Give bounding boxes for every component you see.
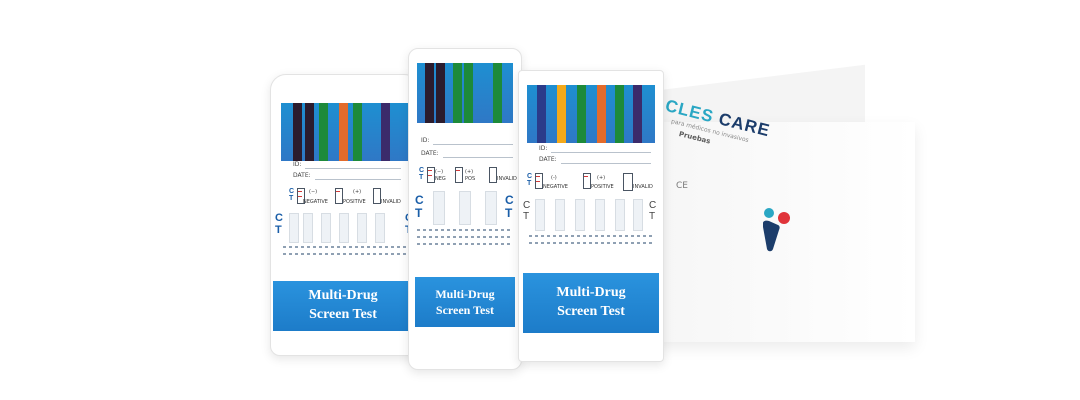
cup2-title-line1: Multi-Drug (435, 286, 495, 301)
cup3-negative-label: NEGATIVE (543, 184, 568, 190)
cup2-positive-label: POS (465, 176, 476, 182)
cup3-title-line2: Screen Test (557, 304, 625, 319)
cup1-invalid-label: INVALID (381, 199, 401, 205)
product-box (655, 122, 915, 342)
cup2-neg-sign: (−) (435, 169, 444, 175)
cup1-negative-label: NEGATIVE (303, 199, 328, 205)
cup2-strip-panel (417, 63, 513, 123)
cup1-title-line2: Screen Test (309, 307, 377, 322)
brand-logo-icon (763, 208, 790, 252)
cup1-strip-panel (281, 103, 409, 161)
cup3-date-label: DATE: (539, 156, 557, 163)
cup2-invalid-label: INVALID (497, 176, 517, 182)
cup1-title-line1: Multi-Drug (308, 288, 378, 304)
cup1-date-label: DATE: (293, 172, 311, 179)
ce-mark: CE (676, 181, 688, 191)
cup3-id-label: ID: (539, 145, 548, 152)
cup2-pos-sign: (+) (465, 169, 474, 175)
cup1-neg-sign: (−) (309, 189, 318, 195)
cup3-strip-panel (527, 85, 655, 143)
cup1-positive-label: POSITIVE (343, 199, 366, 205)
cup3-pos-sign: (+) (597, 175, 606, 181)
cup3-positive-label: POSITIVE (591, 184, 614, 190)
cup3-neg-sign: (-) (551, 175, 557, 181)
cup2-date-label: DATE: (421, 150, 439, 157)
cup2-id-label: ID: (421, 137, 430, 144)
cup3-title-line1: Multi-Drug (556, 285, 626, 301)
cup2-negative-label: NEG (435, 176, 446, 182)
cup1-id-label: ID: (293, 161, 302, 168)
cup1-pos-sign: (+) (353, 189, 362, 195)
cup2-title-line2: Screen Test (435, 303, 495, 317)
cup3-invalid-label: INVALID (633, 184, 653, 190)
